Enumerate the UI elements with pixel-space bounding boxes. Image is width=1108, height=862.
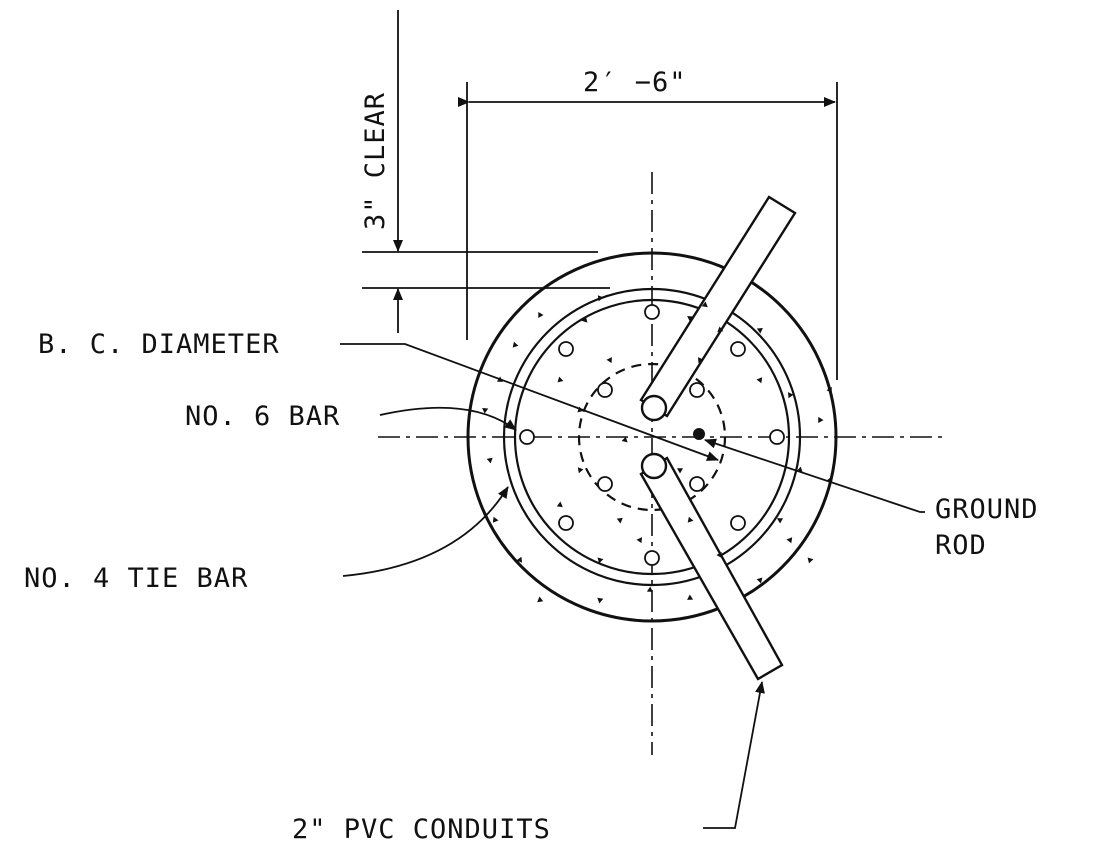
aggregate-mark [516, 556, 523, 563]
pvc-conduit-leader [703, 681, 765, 829]
aggregate-mark [616, 517, 623, 524]
aggregate-mark [537, 596, 544, 603]
aggregate-mark [796, 466, 803, 473]
aggregate-mark [698, 357, 704, 364]
conduit-upper [639, 195, 797, 418]
aggregate-mark [597, 557, 604, 564]
aggregate-mark [581, 316, 588, 323]
no6-bar-circle [644, 550, 660, 566]
aggregate-mark [512, 341, 519, 348]
aggregate-mark [818, 416, 824, 423]
conduit-lower-opening [640, 452, 668, 480]
bc-diameter-leader [340, 343, 719, 461]
aggregate-mark [636, 537, 642, 544]
aggregate-mark [786, 537, 793, 544]
aggregate-mark [496, 376, 503, 382]
no4-tie-bar-label: NO. 4 TIE BAR [24, 563, 248, 594]
aggregate-mark [687, 516, 694, 523]
bolt-circle-dashed [577, 362, 727, 512]
aggregate-mark [597, 295, 604, 302]
aggregate-mark [788, 392, 794, 399]
rebar-group [519, 304, 785, 566]
no6-bar-circle [558, 341, 574, 357]
anchor-bolt-circle [597, 382, 613, 398]
aggregate-mark [486, 457, 493, 464]
aggregate-mark [556, 501, 563, 508]
aggregate-mark [577, 467, 584, 474]
ground-rod-label-2: ROD [935, 530, 987, 561]
aggregate-mark [701, 301, 708, 308]
anchor-bolt-circle [597, 476, 613, 492]
aggregate-mark [826, 386, 832, 393]
aggregate-mark [776, 518, 783, 524]
aggregate-mark [606, 357, 612, 364]
aggregate-mark [716, 551, 722, 558]
aggregate-mark [538, 312, 544, 318]
aggregate-mark [826, 476, 833, 483]
foundation-outer-circle [466, 251, 838, 623]
aggregate-mark [756, 577, 763, 584]
aggregate-mark [482, 408, 489, 414]
aggregate-mark [492, 516, 499, 523]
aggregate-mark [756, 377, 763, 384]
no6-bar-circle [519, 429, 535, 445]
no6-bar-circle [730, 515, 746, 531]
tie-bar-circle-outer [502, 287, 802, 587]
clear-dimension-label: 3" CLEAR [360, 92, 391, 230]
ground-rod-dot [693, 428, 705, 440]
aggregate-mark [597, 597, 604, 604]
no4-tie-bar-leader [342, 486, 509, 577]
no6-bar-circle [769, 429, 785, 445]
anchor-bolt-circle [689, 476, 705, 492]
aggregate-mark [646, 586, 653, 592]
concrete-aggregate [482, 295, 833, 604]
no6-bar-circle [730, 341, 746, 357]
aggregate-mark [717, 326, 724, 333]
no6-bar-label: NO. 6 BAR [185, 401, 340, 432]
width-dimension-label: 2′ −6" [583, 67, 687, 98]
aggregate-mark [677, 468, 683, 474]
aggregate-mark [756, 328, 763, 334]
anchor-bolt-circle [689, 382, 705, 398]
tie-bar-circle-inner [513, 298, 791, 576]
aggregate-mark [557, 376, 564, 383]
aggregate-mark [807, 557, 814, 564]
aggregate-mark [687, 316, 694, 322]
pvc-conduits-label: 2" PVC CONDUITS [292, 814, 551, 845]
aggregate-mark [621, 436, 628, 443]
conduit-upper-opening [640, 394, 668, 422]
aggregate-mark [577, 406, 584, 413]
no6-bar-circle [644, 304, 660, 320]
bc-diameter-label: B. C. DIAMETER [38, 329, 280, 360]
ground-rod-label-1: GROUND [935, 494, 1039, 525]
no6-bar-leader [379, 406, 517, 431]
no6-bar-circle [558, 515, 574, 531]
conduit-lower [639, 456, 784, 681]
aggregate-mark [687, 594, 694, 600]
ground-rod-leader [704, 438, 925, 513]
